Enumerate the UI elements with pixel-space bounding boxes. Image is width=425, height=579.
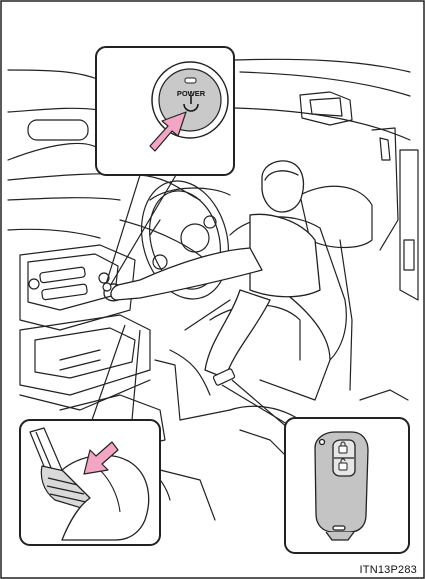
brake-pedal-callout xyxy=(20,420,160,545)
smart-key-callout xyxy=(285,418,409,553)
power-button-callout: POWER xyxy=(96,47,234,175)
power-button-location-marker xyxy=(103,283,111,291)
smart-key-icon xyxy=(315,432,368,540)
figure-code: ITN13P283 xyxy=(360,564,417,576)
